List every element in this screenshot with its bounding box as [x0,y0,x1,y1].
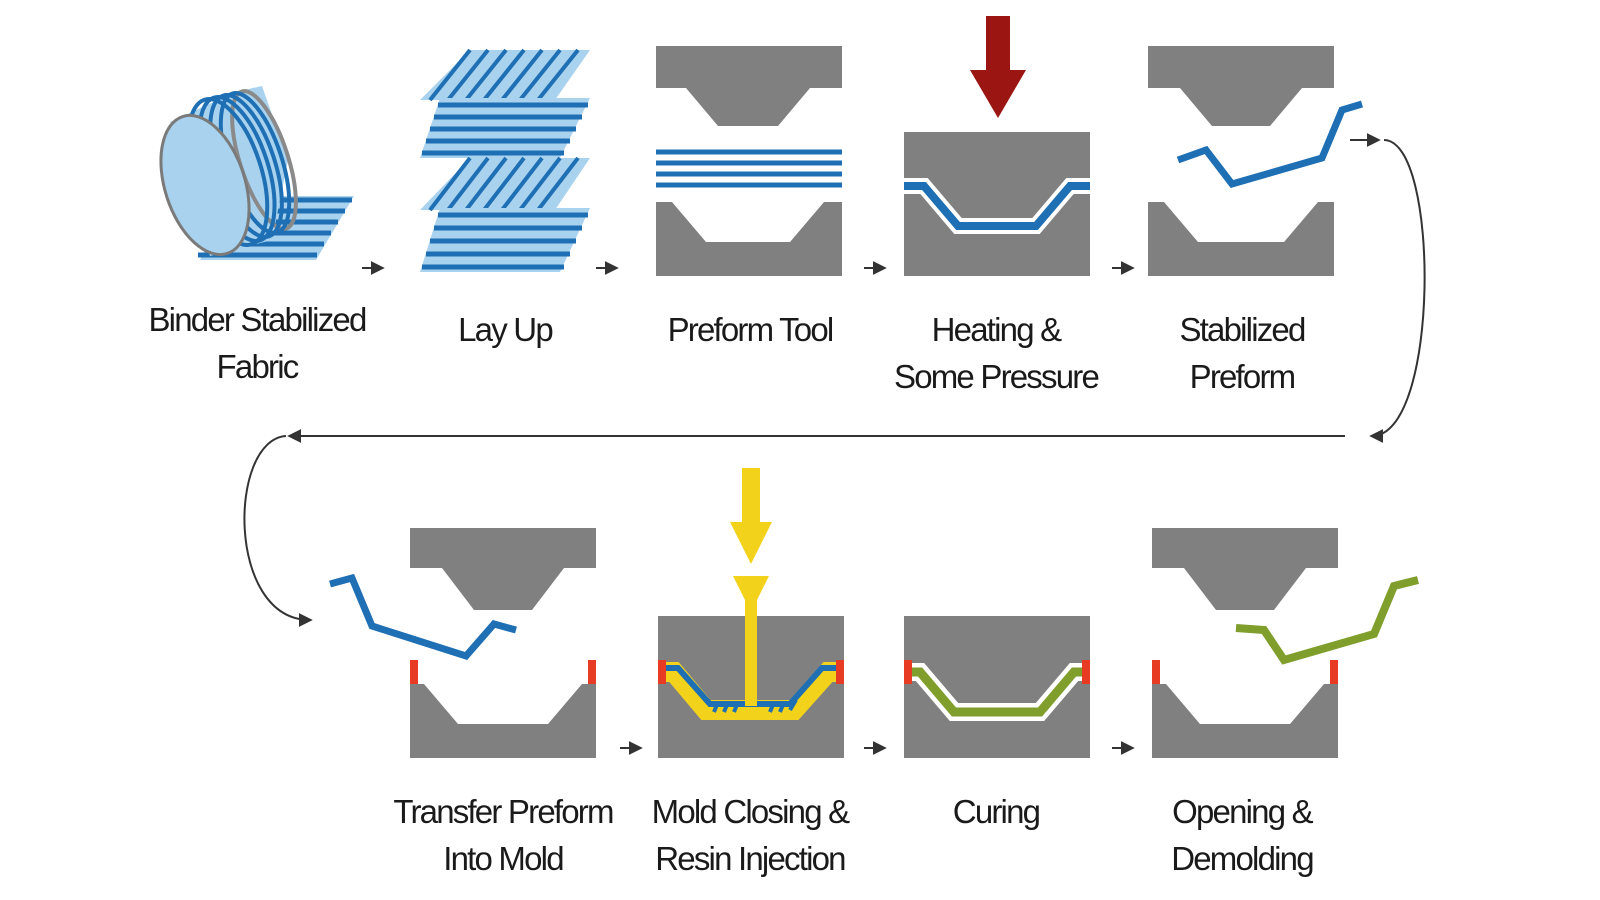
resin-injection-icon [658,468,844,758]
label-mold-closing: Mold Closing &Resin Injection [651,793,851,877]
label-lay-up: Lay Up [458,311,554,348]
pressure-arrow-icon [970,16,1026,118]
transfer-mold-icon [329,528,596,758]
label-opening-demolding: Opening &Demolding [1171,793,1314,877]
flow-arrows [243,133,1426,755]
fabric-roll-icon [159,86,354,260]
curing-mold-icon [904,616,1090,758]
return-curve-right [1369,139,1426,443]
label-preform-tool: Preform Tool [667,311,835,348]
heated-press-icon [904,16,1090,276]
layup-plies-icon [420,48,590,272]
return-curve-left [243,435,313,627]
preform-tool-icon [656,46,842,276]
label-heating-pressure: Heating &Some Pressure [893,311,1100,395]
demolding-icon [1152,528,1419,758]
stabilized-preform-icon [1148,46,1364,276]
label-curing: Curing [952,793,1041,830]
